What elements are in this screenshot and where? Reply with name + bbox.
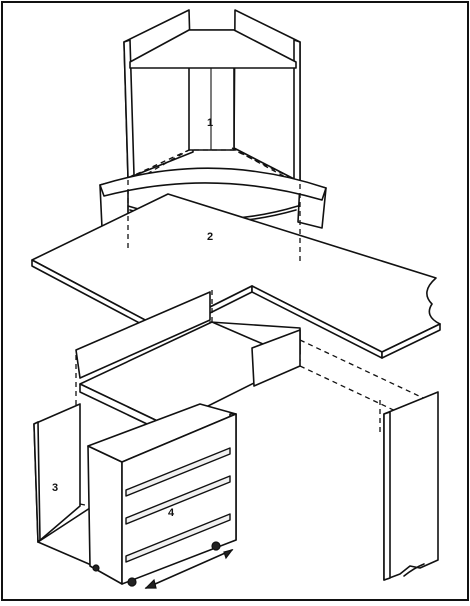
side-panel: 3 (33, 403, 91, 543)
movement-arrow-head-left (144, 578, 157, 589)
corner-hutch: 1 (107, 9, 321, 197)
cart-shelf-top (125, 447, 231, 497)
right-leg-foot-arc (403, 563, 425, 577)
part-3-label: 3 (52, 482, 58, 494)
part-4-label: 4 (168, 507, 175, 519)
part-2-label: 2 (207, 231, 213, 243)
movement-arrow-head-right (223, 549, 234, 560)
cart-left-panel (87, 445, 123, 585)
hutch-left-edge (123, 39, 135, 179)
stretcher-dash-high (299, 339, 437, 405)
movement-arrow-line (145, 549, 233, 589)
stretcher-dash-low (299, 365, 437, 431)
mobile-cart: 4 (37, 403, 237, 589)
side-panel-edge (33, 421, 41, 543)
caster-3 (92, 564, 100, 572)
frame-back-left (75, 291, 211, 379)
right-leg-panel (383, 391, 439, 581)
caster-1 (127, 577, 137, 587)
right-leg-edge (383, 411, 391, 581)
cart-shelf-mid (125, 475, 231, 525)
caster-2 (211, 541, 221, 551)
part-1-label: 1 (207, 117, 213, 129)
lower-frame (75, 291, 439, 581)
hutch-base-dash (127, 149, 301, 183)
hutch-base-top (99, 167, 327, 201)
desktop: 2 (31, 193, 441, 359)
desktop-end-edge (381, 323, 441, 359)
side-panel-dash (79, 503, 91, 507)
cart-shelf-bottom (125, 513, 231, 563)
